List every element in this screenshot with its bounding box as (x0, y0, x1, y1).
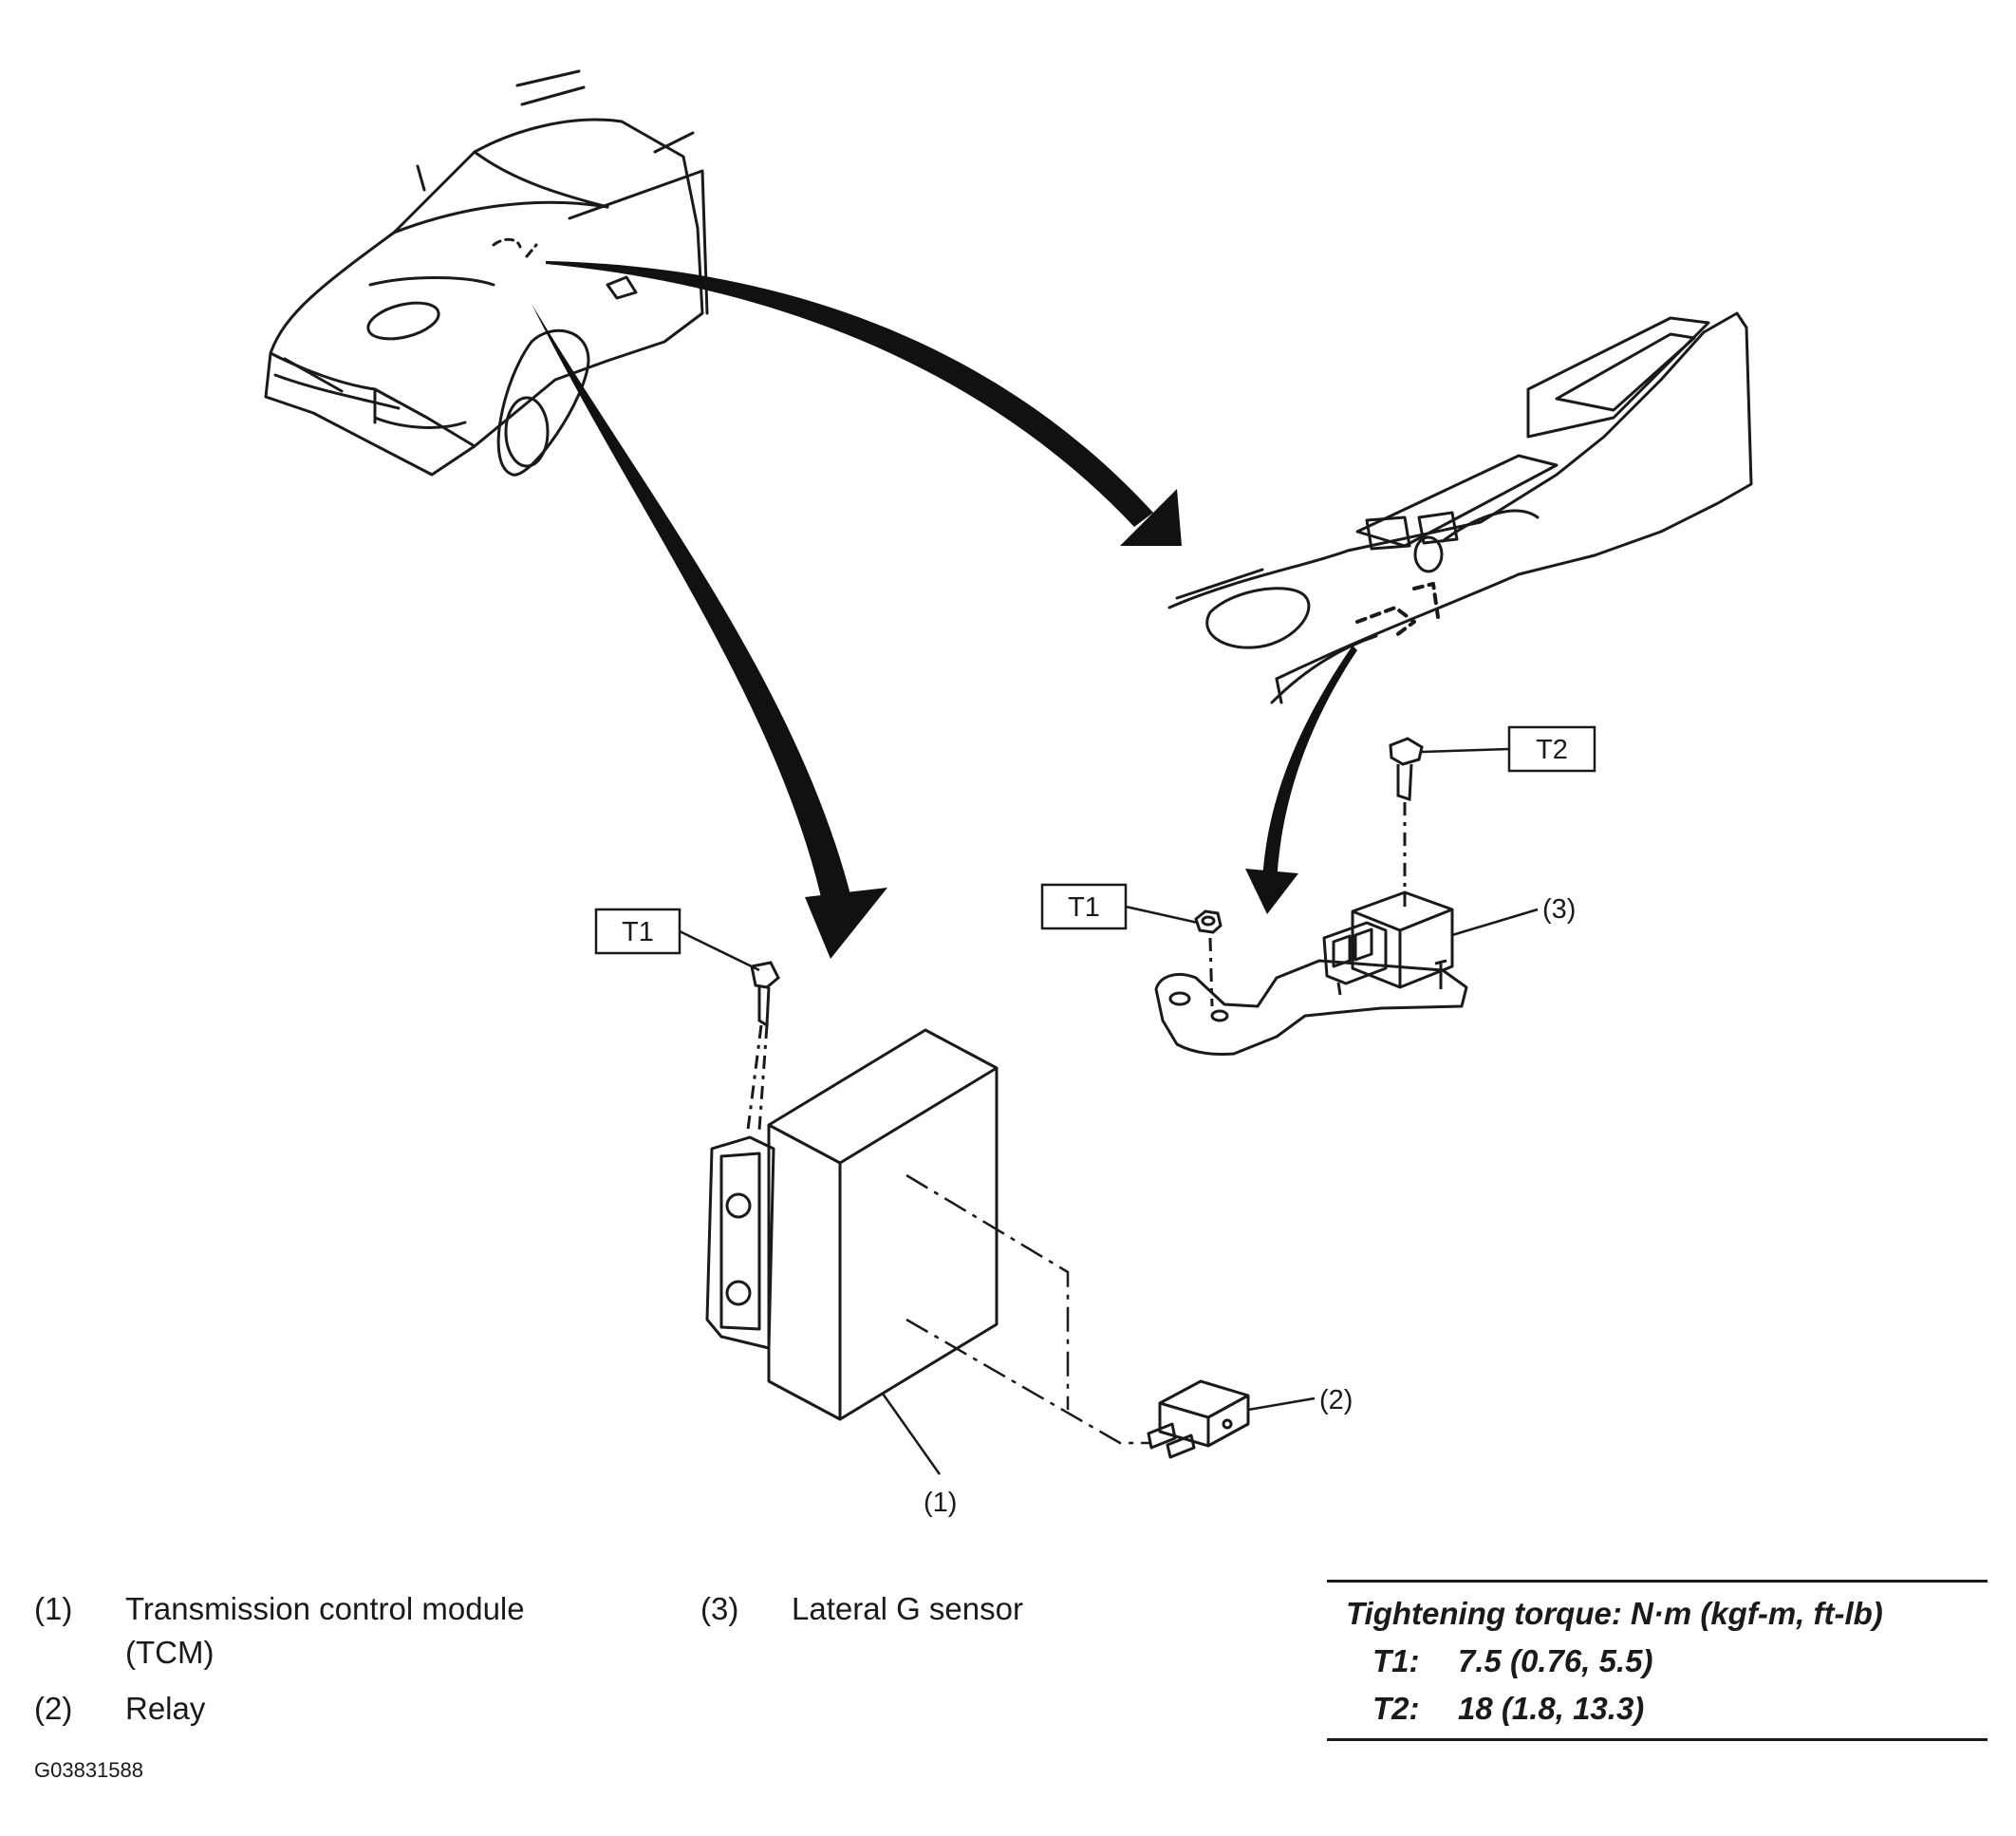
legend-text-1: Transmission control module (TCM) (125, 1591, 525, 1670)
torque-spec-box: Tightening torque: N·m (kgf-m, ft-lb) T1… (1327, 1580, 1988, 1741)
tcm-mounting-bolt (746, 961, 780, 1131)
part-3-callout: (3) (1542, 894, 1576, 925)
callout-t1-sensor-label: T1 (1068, 892, 1100, 923)
torque-tag-t2: T2: (1372, 1691, 1420, 1726)
part-2-callout: (2) (1319, 1385, 1353, 1415)
torque-value-t1: 7.5 (0.76, 5.5) (1458, 1643, 1653, 1678)
arrow-to-tcm (532, 304, 852, 909)
arrow-to-sensor-head (1245, 869, 1298, 914)
callout-t1-sensor: T1 (1040, 883, 1199, 930)
sensor-bolt (1389, 737, 1424, 911)
callout-t2-sensor-label: T2 (1536, 735, 1568, 765)
arrow-to-tcm-head (805, 888, 887, 959)
console-illustration (1167, 311, 1753, 704)
figure-code: G03831588 (34, 1758, 143, 1782)
arrow-to-console (546, 261, 1153, 527)
torque-row-t1: T1: 7.5 (0.76, 5.5) (1327, 1638, 1988, 1685)
legend-item-1: (1) Transmission control module (TCM) (34, 1587, 642, 1675)
vehicle-illustration (264, 69, 709, 477)
legend-text-2: Relay (125, 1691, 206, 1726)
torque-heading: Tightening torque: N·m (kgf-m, ft-lb) (1346, 1596, 1883, 1631)
legend-num-3: (3) (700, 1591, 739, 1626)
callout-t1-tcm: T1 (594, 908, 760, 972)
tcm-module (705, 1028, 999, 1421)
callout-t2-sensor: T2 (1421, 725, 1596, 773)
arrow-to-console-head (1120, 489, 1182, 546)
torque-row-t2: T2: 18 (1.8, 13.3) (1327, 1685, 1988, 1733)
relay (1147, 1379, 1250, 1459)
legend-text-3: Lateral G sensor (792, 1591, 1023, 1626)
torque-tag-t1: T1: (1372, 1643, 1420, 1678)
part-callouts: (3) (2) (1) (881, 894, 1576, 1518)
part-1-callout: (1) (924, 1488, 957, 1518)
torque-value-t2: 18 (1.8, 13.3) (1458, 1691, 1645, 1726)
lateral-g-sensor (1154, 890, 1468, 1056)
arrow-to-sensor (1262, 646, 1357, 883)
location-arrows (532, 261, 1357, 959)
legend-num-1: (1) (34, 1591, 73, 1626)
relay-leader-lines (905, 1173, 1150, 1445)
sensor-nut (1194, 909, 1223, 1007)
callout-t1-tcm-label: T1 (622, 917, 654, 947)
legend-num-2: (2) (34, 1691, 73, 1726)
legend-item-3: (3) Lateral G sensor (700, 1587, 1270, 1631)
legend-item-2: (2) Relay (34, 1687, 642, 1731)
